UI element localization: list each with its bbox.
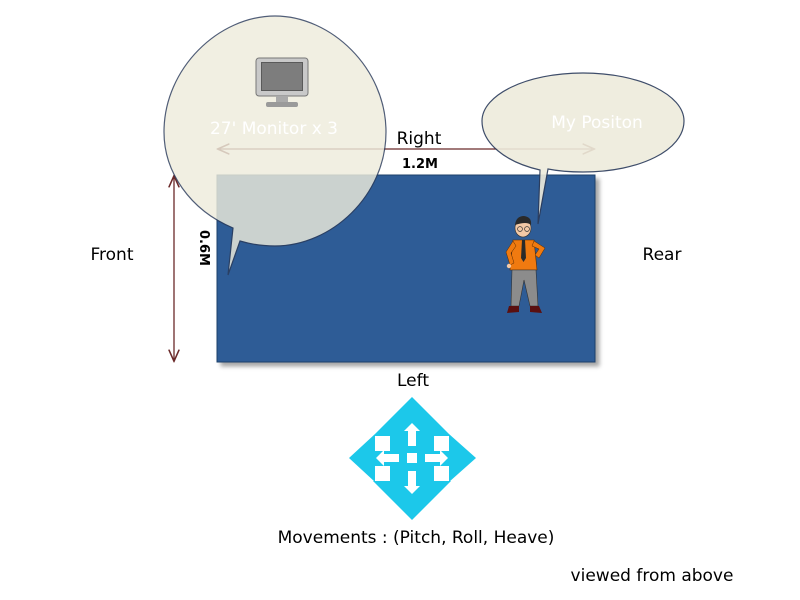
position-callout-label: My Positon (551, 113, 643, 133)
person-icon (505, 216, 546, 313)
rear-label: Rear (643, 245, 682, 265)
depth-dimension-label: 0.6M (196, 230, 211, 266)
front-label: Front (91, 245, 134, 265)
view-note: viewed from above (571, 566, 734, 586)
monitor-callout (163, 15, 387, 276)
right-label: Right (397, 129, 442, 149)
monitor-callout-label: 27' Monitor x 3 (210, 119, 338, 139)
monitor-icon (255, 57, 309, 107)
position-callout (481, 72, 685, 225)
left-label: Left (397, 371, 429, 391)
width-dimension-label: 1.2M (402, 157, 438, 172)
four-way-arrow-icon (349, 397, 476, 520)
movements-label: Movements : (Pitch, Roll, Heave) (278, 528, 555, 548)
